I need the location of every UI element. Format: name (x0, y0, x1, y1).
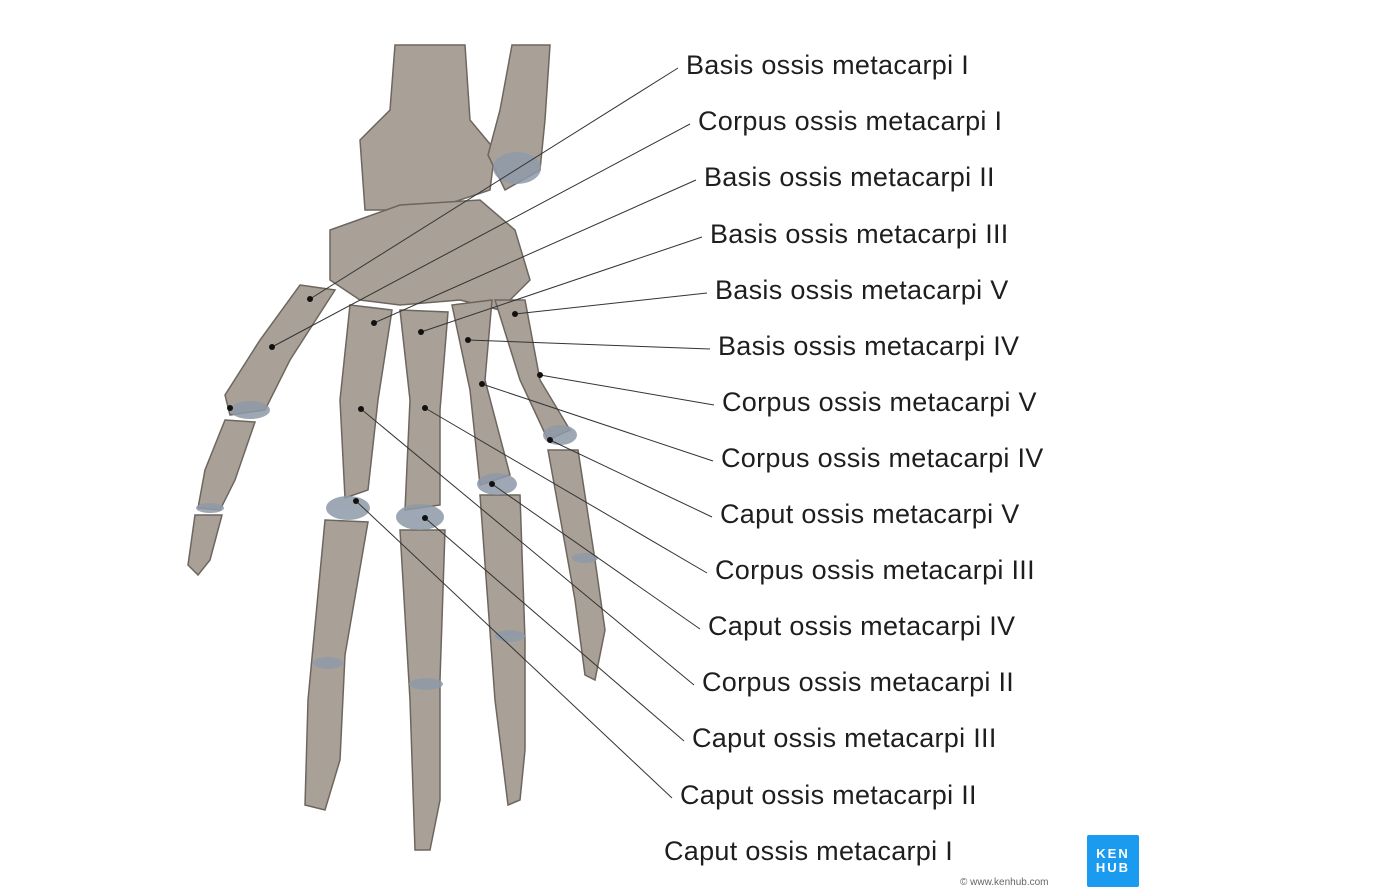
label-4: Basis ossis metacarpi III (710, 219, 1009, 249)
label-12: Corpus ossis metacarpi II (702, 667, 1015, 697)
phalanges-4 (479, 494, 526, 807)
metacarpal-2 (339, 304, 393, 500)
label-3: Basis ossis metacarpi II (704, 162, 995, 192)
pointer-dot (512, 311, 518, 317)
copyright-text: © www.kenhub.com (960, 877, 1049, 888)
leader-line (549, 439, 713, 518)
leader-line (481, 383, 714, 462)
thumb-phalanx-distal (187, 514, 223, 577)
label-15: Caput ossis metacarpi I (664, 836, 954, 866)
label-14: Caput ossis metacarpi II (680, 780, 977, 810)
leader-line (309, 67, 679, 300)
leader-line (424, 407, 708, 574)
logo-line-2: HUB (1095, 860, 1131, 875)
label-10: Corpus ossis metacarpi III (715, 555, 1035, 585)
leader-line (360, 408, 695, 686)
pointer-dot (353, 498, 359, 504)
logo-line-1: KEN (1096, 846, 1130, 861)
leader-line (420, 236, 703, 333)
metacarpal-5 (493, 299, 572, 441)
phalanges-3 (399, 529, 446, 851)
leader-lines (271, 67, 715, 799)
pointer-dot (371, 320, 377, 326)
radius-bone (359, 44, 496, 211)
label-7: Corpus ossis metacarpi V (722, 387, 1037, 417)
pointer-dot (269, 344, 275, 350)
leader-line (424, 517, 685, 742)
label-6: Basis ossis metacarpi IV (718, 331, 1020, 361)
pointer-dots (227, 296, 553, 521)
kenhub-logo[interactable]: KEN HUB (1087, 835, 1139, 887)
label-11: Caput ossis metacarpi IV (708, 611, 1016, 641)
label-8: Corpus ossis metacarpi IV (721, 443, 1044, 473)
carpal-bones (329, 199, 531, 311)
pointer-dot (418, 329, 424, 335)
pointer-dot (307, 296, 313, 302)
label-2: Corpus ossis metacarpi I (698, 106, 1003, 136)
leader-line (355, 500, 673, 799)
label-13: Caput ossis metacarpi III (692, 723, 997, 753)
leader-line (467, 339, 711, 350)
leader-line (271, 123, 691, 348)
pointer-dot (489, 481, 495, 487)
pointer-dot (227, 405, 233, 411)
phalanges-5 (547, 449, 606, 682)
pointer-dot (465, 337, 471, 343)
cartilage-caps (196, 152, 598, 690)
pointer-dot (422, 405, 428, 411)
pointer-dot (479, 381, 485, 387)
label-5: Basis ossis metacarpi V (715, 275, 1009, 305)
pointer-dot (537, 372, 543, 378)
metacarpal-4 (451, 299, 511, 487)
pointer-dot (358, 406, 364, 412)
pointer-dot (422, 515, 428, 521)
pointer-dot (547, 437, 553, 443)
leader-line (373, 179, 697, 324)
label-1: Basis ossis metacarpi I (686, 50, 969, 80)
leader-line (514, 292, 708, 315)
label-9: Caput ossis metacarpi V (720, 499, 1020, 529)
metacarpal-1 (224, 284, 337, 416)
thumb-phalanx-proximal (197, 419, 257, 511)
leader-line (539, 374, 715, 406)
leader-line (491, 483, 701, 630)
